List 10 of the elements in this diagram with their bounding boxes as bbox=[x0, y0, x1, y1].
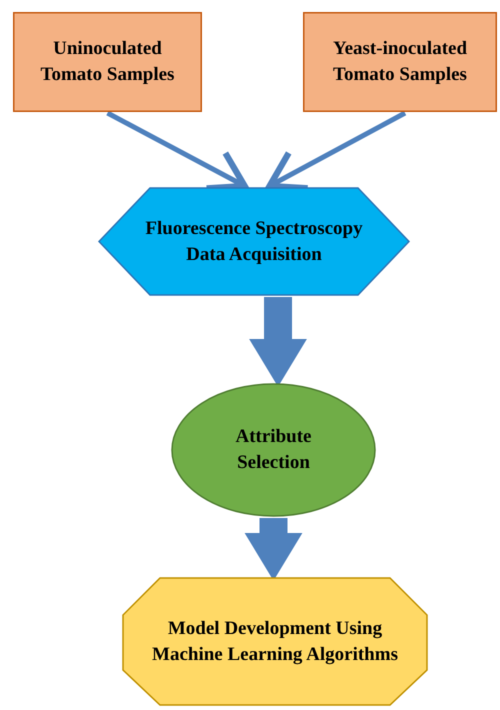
process-box bbox=[303, 12, 497, 112]
node-label: Uninoculated Tomato Samples bbox=[40, 37, 176, 87]
hexagon-box bbox=[98, 187, 410, 296]
octagon-box bbox=[122, 577, 428, 706]
ellipse-box bbox=[171, 383, 376, 517]
node-label: Attribute Selection bbox=[234, 425, 312, 475]
node-label: Yeast-inoculated Tomato Samples bbox=[332, 37, 468, 87]
node-label: Fluorescence Spectroscopy Data Acquisition bbox=[144, 216, 364, 266]
node-label: Model Development Using Machine Learning Algorithms bbox=[151, 616, 399, 666]
process-box bbox=[13, 12, 202, 112]
